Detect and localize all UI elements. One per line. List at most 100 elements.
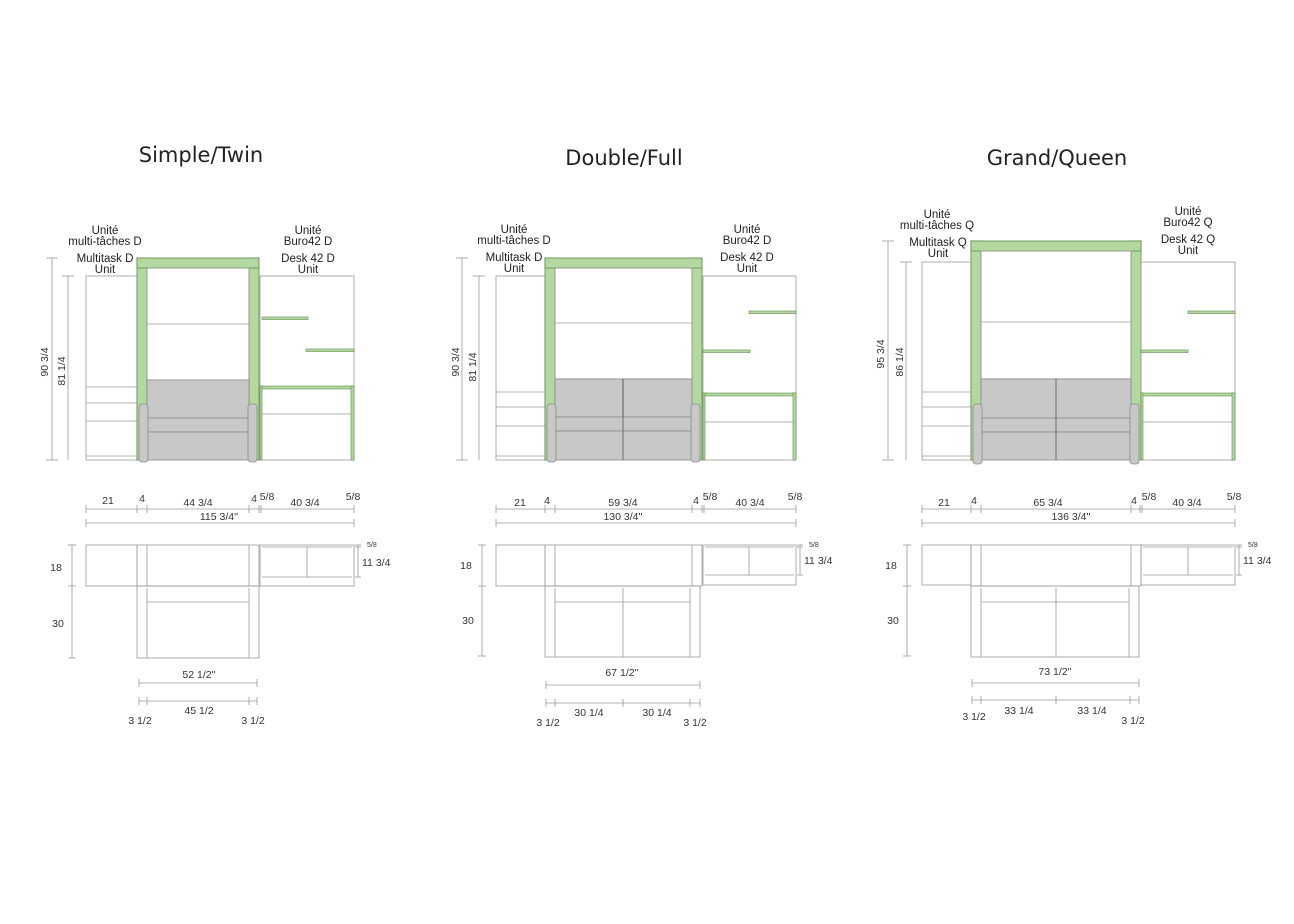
seat-dimensions: 73 1/2'' 3 1/2 33 1/4 33 1/4 3 1/2	[962, 666, 1145, 727]
height-total-label: 95 3/4	[875, 339, 887, 368]
width-post-left-label: 4	[544, 495, 550, 507]
desk-unit	[702, 275, 797, 461]
desk-label-en-1: Desk 42 Q	[1161, 234, 1215, 246]
desk-label-en-2: Unit	[1178, 245, 1199, 257]
width-bed-label: 59 3/4	[608, 497, 637, 509]
desk-unit	[259, 275, 355, 461]
desk-label-fr-2: Buro42 Q	[1163, 217, 1212, 229]
sofa-base	[554, 430, 693, 461]
bed-frame-top	[136, 257, 260, 269]
width-gap-right-label: 5/8	[346, 491, 361, 503]
desk-unit	[1140, 261, 1236, 461]
height-total-label: 90 3/4	[39, 347, 51, 376]
sofa-arm-left	[972, 403, 983, 465]
height-dimensions: 90 3/4 81 1/4	[39, 257, 74, 461]
arm-left-label: 3 1/2	[962, 711, 986, 723]
multitask-label-fr-1: Unité	[92, 225, 119, 237]
front-elevation	[921, 240, 1236, 465]
width-desk-label: 40 3/4	[735, 497, 764, 509]
width-left-label: 21	[102, 495, 114, 507]
plan-multitask-unit	[495, 544, 546, 587]
width-dimensions: 21 4 44 3/4 4 5/8 40 3/4 5/8 115 3/4''	[85, 491, 361, 527]
sofa-arm-left	[138, 403, 149, 463]
plan-view: 18 30 5/8 11 3/4	[460, 542, 833, 658]
height-dimensions: 95 3/4 86 1/4	[875, 240, 912, 461]
desk-depth-label: 11 3/4	[1243, 555, 1272, 567]
sofa-arm-right	[690, 403, 701, 463]
desk-gap-label: 5/8	[809, 542, 819, 549]
plan-bed-unit	[970, 544, 1142, 587]
desk-depth-label: 11 3/4	[362, 557, 391, 569]
total-width-label: 136 3/4''	[1051, 511, 1090, 523]
multitask-unit	[921, 261, 972, 461]
depth-top-label: 18	[460, 560, 472, 572]
width-post-left-label: 4	[139, 493, 145, 505]
sofa-arm-right	[247, 403, 258, 463]
arm-right-label: 3 1/2	[683, 717, 707, 729]
multitask-label-en-1: Multitask D	[77, 253, 134, 265]
desk-label-en-1: Desk 42 D	[720, 252, 774, 264]
panel-title: Double/Full	[565, 146, 682, 170]
multitask-label-en-2: Unit	[504, 263, 525, 275]
width-post-right-label: 4	[251, 493, 257, 505]
width-post-left-label: 4	[971, 495, 977, 507]
desk-shelf-middle	[702, 349, 751, 353]
multitask-label-fr-2: multi-tâches Q	[900, 220, 974, 232]
width-gap-right-label: 5/8	[1227, 491, 1242, 503]
seat-total-label: 67 1/2''	[605, 667, 638, 679]
sofa-back-cushion	[554, 378, 693, 418]
cushion-left-label: 30 1/4	[574, 707, 603, 719]
panel-title: Grand/Queen	[987, 146, 1127, 170]
panel-double-full: Double/Full Unité multi-tâches D Multita…	[450, 146, 833, 729]
arm-left-label: 3 1/2	[536, 717, 560, 729]
desk-gap-label: 5/8	[1248, 542, 1258, 549]
depth-bottom-label: 30	[462, 615, 474, 627]
seat-dimensions: 67 1/2'' 3 1/2 30 1/4 30 1/4 3 1/2	[536, 667, 707, 729]
plan-desk-unit	[1140, 544, 1236, 586]
seat-total-label: 73 1/2''	[1038, 666, 1071, 678]
arm-left-label: 3 1/2	[128, 715, 152, 727]
width-gap-left-label: 5/8	[1142, 491, 1157, 503]
desk-label-en-1: Desk 42 D	[281, 253, 335, 265]
desk-label-fr-1: Unité	[295, 225, 322, 237]
height-inner-label: 81 1/4	[467, 352, 479, 381]
width-post-right-label: 4	[693, 495, 699, 507]
desk-shelf-upper	[261, 316, 309, 320]
multitask-unit	[85, 275, 138, 461]
multitask-unit	[495, 275, 546, 461]
panel-simple-twin: Simple/Twin Unité multi-tâches D Multita…	[39, 143, 391, 727]
height-inner-label: 86 1/4	[894, 347, 906, 376]
desk-label-fr-2: Buro42 D	[723, 235, 772, 247]
multitask-label-fr-2: multi-tâches D	[477, 235, 551, 247]
seat-dimensions: 52 1/2'' 3 1/2 45 1/2 3 1/2	[128, 669, 265, 727]
desk-leg	[1231, 392, 1236, 461]
cushion-label: 45 1/2	[184, 705, 213, 717]
arm-right-label: 3 1/2	[1121, 715, 1145, 727]
multitask-label-en-2: Unit	[95, 264, 116, 276]
width-dimensions: 21 4 65 3/4 4 5/8 40 3/4 5/8 136 3/4''	[921, 491, 1242, 527]
desk-top	[259, 385, 355, 390]
cushion-right-label: 30 1/4	[642, 707, 671, 719]
width-left-label: 21	[514, 497, 526, 509]
sofa-arm-right	[1129, 403, 1140, 465]
desk-shelf-upper	[748, 310, 797, 314]
desk-leg	[792, 392, 797, 461]
multitask-label-fr-2: multi-tâches D	[68, 236, 142, 248]
sofa-arm-left	[546, 403, 557, 463]
width-desk-label: 40 3/4	[1172, 497, 1201, 509]
desk-depth-label: 11 3/4	[804, 555, 833, 567]
sofa-seat	[554, 416, 693, 432]
width-bed-label: 44 3/4	[183, 497, 212, 509]
cushion-right-label: 33 1/4	[1077, 705, 1106, 717]
desk-label-fr-1: Unité	[734, 224, 761, 236]
multitask-label-fr-1: Unité	[924, 209, 951, 221]
panel-title: Simple/Twin	[139, 143, 263, 167]
bed-frame-top	[970, 240, 1142, 252]
desk-shelf-upper	[1187, 310, 1236, 314]
total-width-label: 130 3/4''	[603, 511, 642, 523]
plan-sofa	[544, 585, 701, 658]
desk-shelf-middle	[305, 348, 355, 352]
desk-gap-label: 5/8	[367, 542, 377, 549]
desk-top	[702, 392, 797, 397]
